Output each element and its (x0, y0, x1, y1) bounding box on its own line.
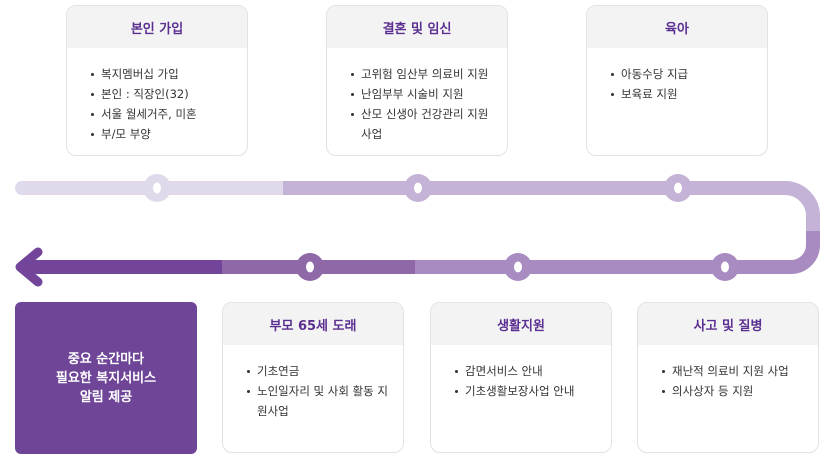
stage-title: 생활지원 (431, 303, 611, 345)
stage-item: 보육료 지원 (611, 84, 757, 104)
stage-item: 기초연금 (247, 361, 393, 381)
timeline-node (143, 174, 171, 202)
stage-title: 결혼 및 임신 (327, 6, 507, 48)
timeline-node (404, 174, 432, 202)
stage-item: 부/모 부양 (91, 124, 237, 144)
timeline-node (296, 253, 324, 281)
highlight-line: 필요한 복지서비스 (55, 370, 157, 386)
stage-title: 사고 및 질병 (638, 303, 818, 345)
arrow-head-icon (15, 247, 43, 287)
timeline-node (711, 253, 739, 281)
stage-item: 복지멤버십 가입 (91, 64, 237, 84)
stage-item: 노인일자리 및 사회 활동 지원사업 (247, 381, 393, 421)
highlight-line: 알림 제공 (79, 389, 133, 405)
stage-item: 산모 신생아 건강관리 지원 사업 (351, 104, 497, 144)
stage-title: 육아 (587, 6, 767, 48)
stage-title: 부모 65세 도래 (223, 303, 403, 345)
stage-item: 아동수당 지급 (611, 64, 757, 84)
highlight-line: 중요 순간마다 (67, 351, 145, 367)
stage-item: 난임부부 시술비 지원 (351, 84, 497, 104)
stage-title: 본인 가입 (67, 6, 247, 48)
timeline-node (664, 174, 692, 202)
stage-item: 의사상자 등 지원 (662, 381, 808, 401)
stage-item: 재난적 의료비 지원 사업 (662, 361, 808, 381)
stage-item: 감면서비스 안내 (455, 361, 601, 381)
timeline-node (504, 253, 532, 281)
stage-item: 본인 : 직장인(32) (91, 84, 237, 104)
stage-item: 기초생활보장사업 안내 (455, 381, 601, 401)
stage-item: 고위험 임산부 의료비 지원 (351, 64, 497, 84)
stage-item: 서울 월세거주, 미혼 (91, 104, 237, 124)
